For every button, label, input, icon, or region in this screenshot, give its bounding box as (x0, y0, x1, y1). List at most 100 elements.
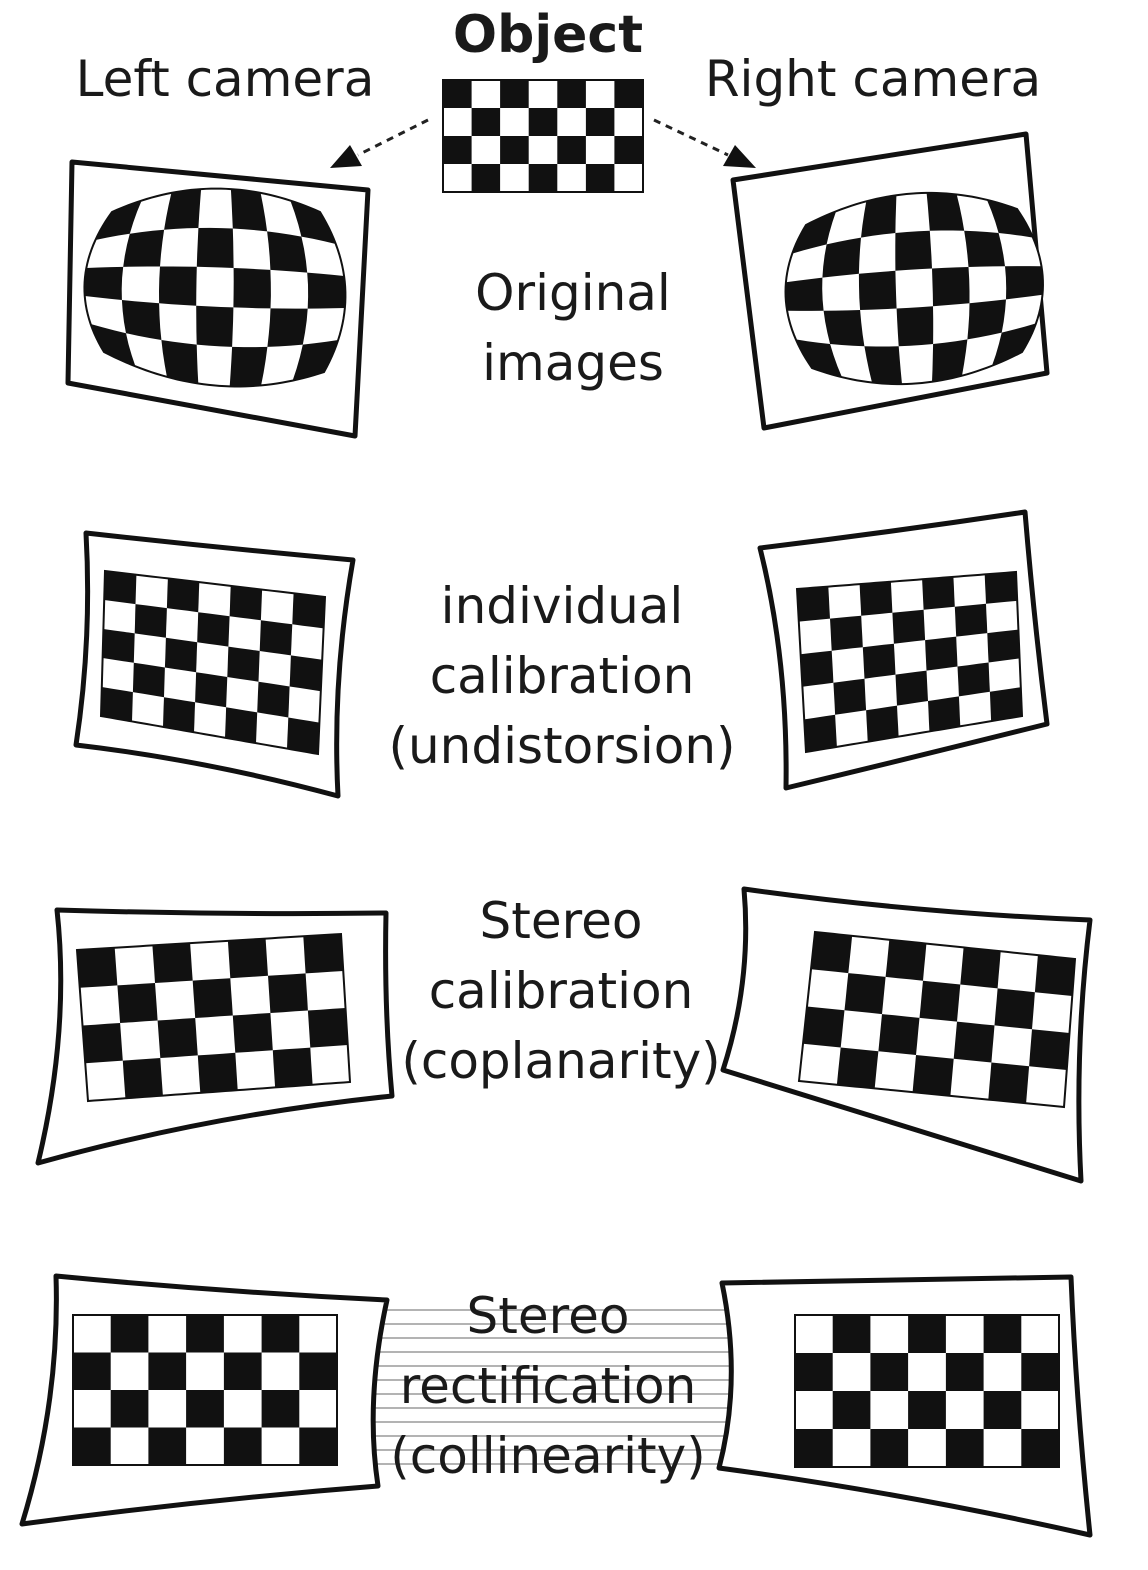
checkerboard (75, 932, 352, 1103)
checker-square (988, 1062, 1030, 1104)
checker-square (223, 1427, 262, 1465)
checker-square (77, 947, 118, 988)
undistorted-left-image (73, 530, 356, 799)
stage-label-line: calibration (430, 647, 695, 705)
coplanar-right-image (720, 886, 1093, 1184)
epipolar-lines (340, 1309, 766, 1465)
checker-square (471, 108, 501, 136)
checker-square (795, 339, 842, 378)
checker-square (159, 266, 197, 306)
distorted-checkerboard (83, 187, 347, 388)
checker-square (299, 1352, 337, 1390)
checker-square (229, 346, 268, 387)
checker-square (73, 1352, 111, 1390)
checker-square (73, 1427, 111, 1465)
distorted-checkerboard (784, 191, 1044, 386)
checker-square (895, 670, 928, 706)
left-camera-label: Left camera (76, 50, 375, 108)
checker-square (148, 1427, 187, 1465)
checker-square (157, 1018, 198, 1058)
checker-square (922, 576, 955, 610)
checker-square (110, 1315, 149, 1353)
checker-square (95, 200, 142, 240)
stage-label-line: Stereo (480, 892, 643, 950)
checker-square (585, 108, 615, 136)
checker-square (870, 1429, 909, 1467)
checker-square (267, 308, 308, 347)
rectified-right-image (716, 1274, 1093, 1538)
checker-square (557, 136, 586, 164)
checker-square (1021, 1429, 1059, 1467)
checker-square (932, 339, 968, 382)
checker-square (104, 571, 137, 605)
checker-square (957, 662, 990, 697)
checker-square (267, 231, 308, 273)
checker-square (832, 1315, 871, 1353)
checker-square (945, 1429, 984, 1467)
checker-square (233, 268, 271, 309)
checker-square (585, 164, 615, 192)
checker-square (844, 973, 886, 1015)
checker-square (878, 1014, 920, 1055)
checker-square (953, 1021, 995, 1063)
checker-square (896, 306, 934, 347)
checker-square (186, 1390, 224, 1428)
checker-square (614, 80, 643, 108)
checker-square (830, 615, 863, 651)
checker-square (986, 199, 1033, 238)
coplanar-left-image (35, 907, 395, 1166)
checker-square (289, 655, 323, 692)
stage-label-line: (undistorsion) (388, 717, 735, 775)
checker-square (261, 1390, 300, 1428)
checker-square (232, 1013, 273, 1053)
checker-square (287, 717, 320, 754)
checker-square (196, 227, 234, 268)
checker-square (163, 697, 196, 733)
checker-square (908, 1315, 946, 1353)
checker-square (932, 267, 970, 307)
checker-square (261, 1315, 300, 1353)
checker-square (123, 229, 165, 267)
checker-square (858, 270, 897, 310)
checker-square (197, 1052, 238, 1093)
checker-square (225, 707, 258, 744)
checker-square (166, 578, 200, 613)
checker-square (500, 80, 529, 108)
checker-square (84, 266, 124, 300)
checker-square (895, 230, 932, 271)
checker-square (134, 604, 167, 638)
checker-square (885, 939, 927, 981)
checker-square (994, 988, 1035, 1030)
checker-square (121, 300, 162, 340)
checker-square (1034, 955, 1075, 996)
checker-square (272, 1047, 313, 1088)
checker-square (443, 80, 472, 108)
checker-square (164, 637, 198, 673)
checker-square (960, 947, 1001, 989)
checker-square (82, 1023, 123, 1064)
checker-square (90, 324, 136, 367)
checker-square (822, 237, 861, 278)
checker-square (132, 662, 165, 698)
checker-square (984, 572, 1018, 604)
checker-square (292, 593, 325, 629)
checker-square (823, 310, 865, 347)
right-camera-label: Right camera (705, 50, 1041, 108)
checker-square (192, 978, 233, 1018)
checker-square (800, 650, 834, 687)
checker-square (557, 80, 586, 108)
checker-square (229, 585, 263, 621)
checker-square (290, 200, 336, 244)
checker-square (945, 1353, 984, 1391)
object-title: Object (453, 5, 643, 65)
arrow-to-right-camera (653, 118, 756, 168)
stage-label-line: Stereo (467, 1287, 630, 1345)
checker-square (223, 1352, 262, 1390)
checker-square (117, 983, 158, 1023)
checker-square (152, 943, 193, 983)
checker-square (795, 1353, 833, 1391)
checker-square (864, 346, 902, 385)
original-right-image (730, 131, 1050, 431)
